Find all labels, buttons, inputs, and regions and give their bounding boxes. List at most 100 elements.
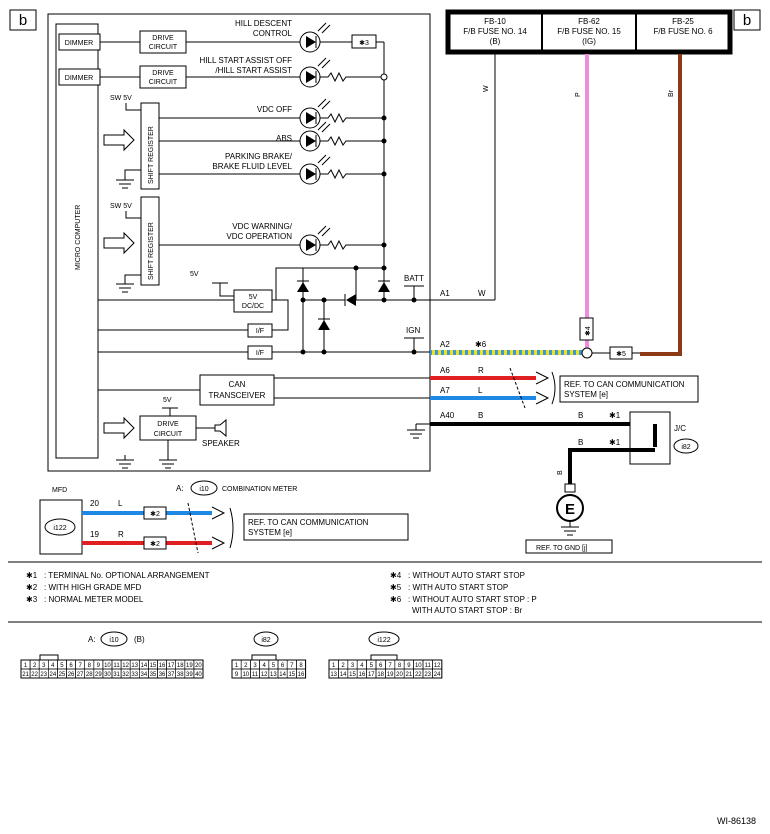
pin-number: 32 (122, 672, 129, 678)
pin-number: 9 (235, 672, 239, 678)
pin-number: 23 (424, 672, 431, 678)
svg-text:SW 5V: SW 5V (110, 95, 132, 102)
svg-text:BRAKE FLUID LEVEL: BRAKE FLUID LEVEL (212, 162, 292, 171)
pin-number: 13 (270, 672, 277, 678)
pin-number: 7 (78, 663, 82, 669)
pin-a2: A2 (440, 340, 450, 349)
pin-number: 19 (387, 672, 394, 678)
lamp-hill-descent-icon (299, 22, 331, 53)
svg-text:B: B (557, 470, 564, 475)
svg-text:HILL START ASSIST OFF: HILL START ASSIST OFF (200, 56, 293, 65)
pin-number: 24 (50, 672, 57, 678)
svg-text:SPEAKER: SPEAKER (202, 439, 240, 448)
pin-number: 11 (425, 663, 432, 669)
svg-text:IGN: IGN (406, 326, 420, 335)
pin-number: 4 (51, 663, 55, 669)
svg-text:5V: 5V (249, 294, 258, 301)
svg-text:DRIVE: DRIVE (157, 421, 179, 428)
svg-text:i10: i10 (109, 637, 118, 644)
svg-text:SW 5V: SW 5V (110, 203, 132, 210)
lamp-vdc-off-icon (299, 98, 331, 129)
pin-number: 10 (104, 663, 111, 669)
joint-connector (629, 411, 671, 465)
dcdc-converter (233, 289, 273, 313)
svg-text:SYSTEM [e]: SYSTEM [e] (564, 390, 608, 399)
connector-i82-latch (251, 654, 277, 661)
pin-number: 15 (288, 672, 295, 678)
svg-text:DIMMER: DIMMER (65, 40, 93, 47)
connector-i10-latch (39, 654, 59, 661)
svg-text:SHIFT REGISTER: SHIFT REGISTER (148, 222, 155, 280)
connector-i10-label (100, 631, 128, 647)
svg-text:i82: i82 (681, 444, 690, 451)
svg-text:i10: i10 (199, 486, 208, 493)
pin-number: 8 (398, 663, 402, 669)
pin-number: 2 (341, 663, 345, 669)
pin-number: 6 (69, 663, 73, 669)
splice-icon (581, 347, 593, 359)
corner-label-right: b (733, 9, 761, 31)
pin-number: 14 (279, 672, 286, 678)
pin-number: 2 (244, 663, 248, 669)
input-arrow-1-icon (103, 128, 135, 152)
pin-number: 10 (242, 672, 249, 678)
svg-text:✱6: ✱6 (475, 340, 487, 349)
pin-number: 37 (168, 672, 175, 678)
pin-number: 12 (434, 663, 441, 669)
pin-number: 21 (406, 672, 413, 678)
pin-number: 36 (159, 672, 166, 678)
svg-text:✱1: ✱1 (609, 411, 621, 420)
pin-number: 15 (349, 672, 356, 678)
svg-text:b: b (743, 12, 751, 29)
pin-number: 3 (253, 663, 257, 669)
pin-number: 8 (88, 663, 92, 669)
pin-number: 10 (415, 663, 422, 669)
pin-number: 14 (141, 663, 148, 669)
pin-number: 22 (415, 672, 422, 678)
lamp-vdc-warning-icon (299, 225, 331, 256)
pin-number: 7 (388, 663, 392, 669)
pin-number: 18 (377, 672, 384, 678)
pin-number: 8 (299, 663, 303, 669)
svg-text:i122: i122 (53, 525, 66, 532)
pin-number: 14 (340, 672, 347, 678)
svg-text:SHIFT REGISTER: SHIFT REGISTER (148, 126, 155, 184)
svg-text:MFD: MFD (52, 487, 67, 494)
fuse-2-name: F/B FUSE NO. 15 (557, 27, 621, 36)
fuse-1-id: FB-10 (484, 17, 506, 26)
svg-text:BATT: BATT (404, 274, 424, 283)
ref-can-box-2 (243, 513, 409, 541)
micro-computer (55, 23, 99, 459)
svg-text:: NORMAL METER MODEL: : NORMAL METER MODEL (44, 595, 144, 604)
lamp-parking-brake-icon (299, 154, 331, 185)
input-arrow-3-icon (103, 416, 135, 440)
pin-number: 1 (332, 663, 336, 669)
pin-number: 6 (379, 663, 383, 669)
ground-icon (116, 169, 141, 293)
note-star4: ✱4 (584, 326, 592, 336)
pin-number: 25 (59, 672, 66, 678)
pin-number: 9 (97, 663, 101, 669)
pin-number: 17 (168, 663, 175, 669)
resistors (320, 34, 384, 251)
pin-number: 18 (177, 663, 184, 669)
svg-text:b: b (19, 12, 27, 29)
can-transceiver (199, 374, 275, 406)
svg-text:DRIVE: DRIVE (152, 35, 174, 42)
pin-number: 26 (68, 672, 75, 678)
svg-text:✱3: ✱3 (26, 595, 38, 604)
pin-number: 38 (177, 672, 184, 678)
note-star5: ✱5 (616, 350, 626, 358)
svg-text:I/F: I/F (256, 350, 264, 357)
note-star3: ✱3 (359, 39, 369, 47)
svg-text:A:: A: (176, 484, 184, 493)
svg-text:L: L (118, 499, 123, 508)
svg-text:L: L (478, 386, 483, 395)
svg-text:5V: 5V (163, 397, 172, 404)
fuse-1-name: F/B FUSE NO. 14 (463, 27, 527, 36)
pin-number: 4 (360, 663, 364, 669)
pin-number: 3 (42, 663, 46, 669)
fuse-2-id: FB-62 (578, 17, 600, 26)
pin-number: 3 (351, 663, 355, 669)
